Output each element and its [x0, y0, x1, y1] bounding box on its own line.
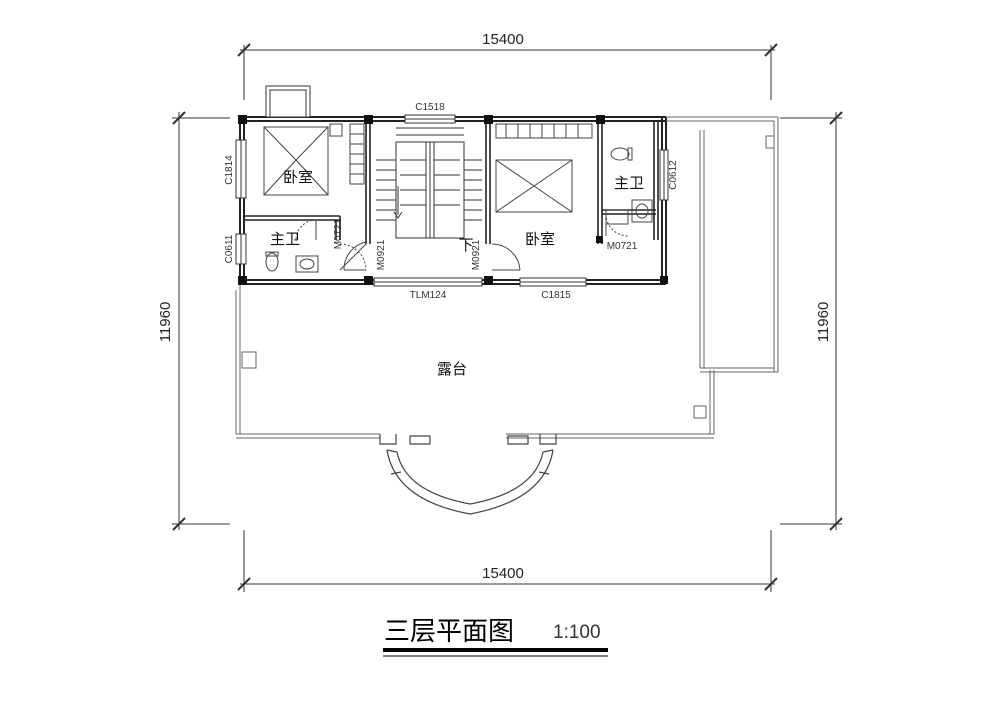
dimension-right: 11960 — [815, 302, 832, 343]
doors — [295, 213, 629, 271]
stair-direction-label: 下 — [458, 236, 473, 254]
windows — [235, 85, 669, 287]
label-c1518: C1518 — [415, 102, 445, 113]
staircase — [376, 127, 482, 239]
furniture — [263, 123, 653, 273]
drawing-title: 三层平面图 — [384, 617, 514, 647]
dimension-lines — [172, 43, 843, 592]
label-c1815: C1815 — [541, 290, 571, 301]
room-bedroom-left: 卧室 — [283, 168, 313, 186]
room-bedroom-right: 卧室 — [525, 230, 555, 248]
curved-bay — [379, 434, 557, 515]
label-tlm124: TLM124 — [410, 290, 447, 301]
room-bath-right: 主卫 — [614, 174, 644, 192]
label-m0721-right: M0721 — [607, 241, 638, 252]
dimension-left: 11960 — [157, 302, 174, 343]
title-underline-thick — [383, 648, 608, 652]
drawing-scale: 1:100 — [553, 622, 601, 643]
room-terrace: 露台 — [437, 360, 467, 378]
label-c0612: C0612 — [668, 160, 679, 190]
label-c0611: C0611 — [224, 234, 235, 263]
label-m0721-left: M0721 — [333, 218, 344, 249]
room-bath-left: 主卫 — [270, 230, 300, 248]
label-m0921-right: M0921 — [471, 239, 482, 270]
dimension-bottom: 15400 — [482, 565, 524, 582]
label-c1814: C1814 — [224, 155, 235, 185]
columns — [238, 115, 668, 285]
dimension-top: 15400 — [482, 31, 524, 48]
terrace-outline — [235, 116, 779, 439]
label-m0921-left: M0921 — [376, 239, 387, 270]
